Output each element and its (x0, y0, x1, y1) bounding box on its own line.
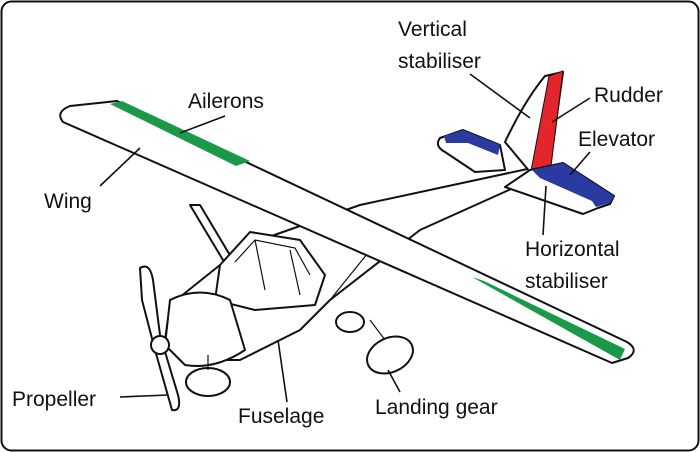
wing (59, 100, 635, 364)
label-rudder: Rudder (594, 84, 663, 107)
leader-rudder (551, 97, 591, 123)
nose-wheel (185, 367, 231, 397)
left-elevator (444, 130, 500, 155)
leader-fuselage (277, 339, 288, 403)
label-propeller: Propeller (12, 388, 96, 411)
label-vertical-stabiliser-line1: Vertical (398, 18, 467, 41)
main-gear-leg (369, 319, 386, 341)
leader-elevator (569, 151, 591, 176)
cabin-windows (234, 239, 311, 296)
right-elevator (532, 163, 614, 207)
main-wheel-right (366, 335, 414, 375)
label-horizontal-stabiliser-line2: stabiliser (525, 270, 608, 293)
label-wing: Wing (44, 190, 92, 213)
label-fuselage: Fuselage (238, 405, 324, 428)
main-wheel-left (335, 311, 365, 333)
label-elevator: Elevator (578, 128, 655, 151)
left-aileron (110, 101, 250, 166)
label-horizontal-stabiliser-line1: Horizontal (525, 238, 620, 261)
propeller-spinner (150, 335, 170, 355)
leader-wing (99, 147, 141, 187)
right-aileron (472, 277, 625, 360)
leader-propeller (119, 394, 169, 398)
label-landing-gear: Landing gear (375, 396, 498, 419)
leader-landing-gear (387, 369, 401, 393)
leader-ailerons (179, 115, 226, 134)
nose-cowling (164, 291, 246, 367)
label-vertical-stabiliser-line2: stabiliser (398, 50, 481, 73)
leader-horizontal-stabiliser (542, 185, 547, 236)
label-ailerons: Ailerons (188, 90, 264, 113)
leader-vertical-stabiliser (469, 73, 531, 119)
